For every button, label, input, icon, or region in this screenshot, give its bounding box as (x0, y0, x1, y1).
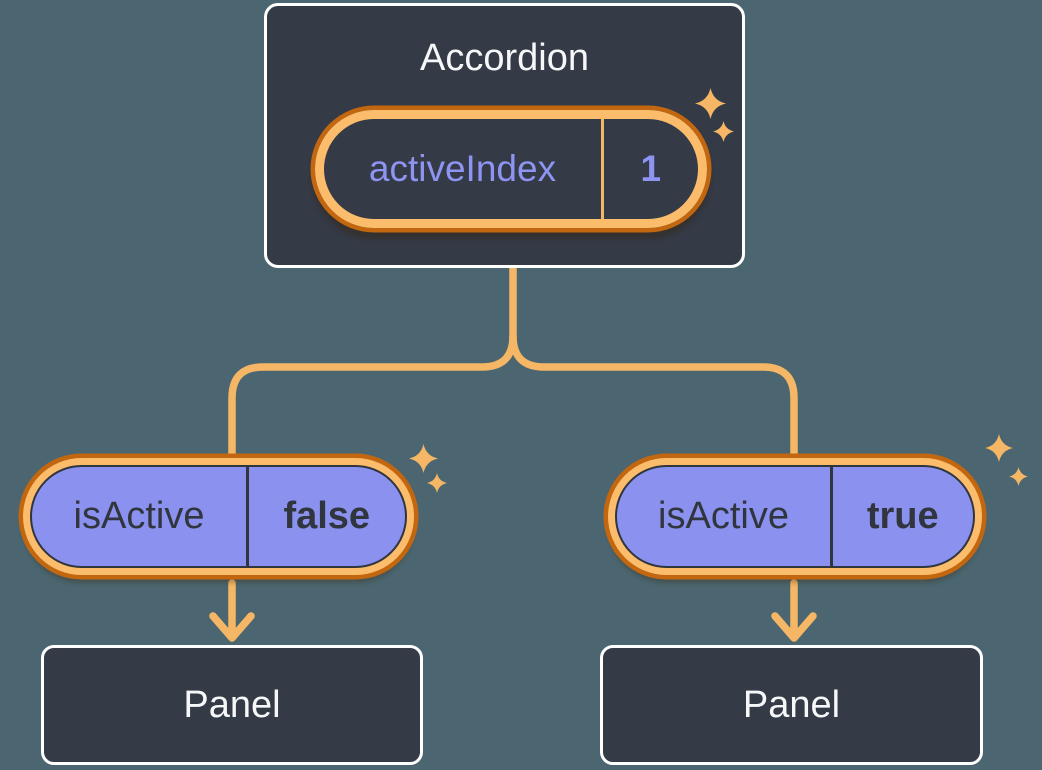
arrow-left (209, 579, 255, 642)
prop-value: true (866, 495, 939, 537)
state-label: activeIndex (368, 148, 557, 189)
panel-box-right: Panel (600, 645, 983, 765)
prop-pill-isactive-false: isActive false (30, 465, 407, 568)
sparkle-icon (695, 88, 726, 119)
prop-label: isActive (73, 495, 205, 537)
connector-left-branch (228, 262, 517, 462)
sparkle-icon (985, 434, 1013, 462)
arrow-right (771, 579, 817, 642)
sparkle-icon (427, 473, 447, 493)
pill-divider (601, 119, 604, 219)
accordion-title: Accordion (420, 37, 589, 79)
accordion-component-box: Accordion activeIndex 1 (264, 3, 745, 268)
connector-right-branch (509, 332, 798, 462)
state-value: 1 (640, 148, 662, 189)
panel-box-left: Panel (41, 645, 423, 765)
pill-divider (830, 467, 833, 566)
prop-label: isActive (658, 495, 789, 537)
prop-value: false (283, 495, 371, 537)
sparkle-icon (1009, 467, 1028, 486)
prop-pill-isactive-true: isActive true (615, 465, 975, 568)
sparkle-icon (713, 121, 734, 142)
state-pill-active-index: activeIndex 1 (315, 110, 707, 228)
panel-title: Panel (742, 683, 841, 726)
sparkle-icon (409, 444, 438, 473)
pill-divider (246, 467, 249, 566)
panel-title: Panel (183, 683, 281, 726)
